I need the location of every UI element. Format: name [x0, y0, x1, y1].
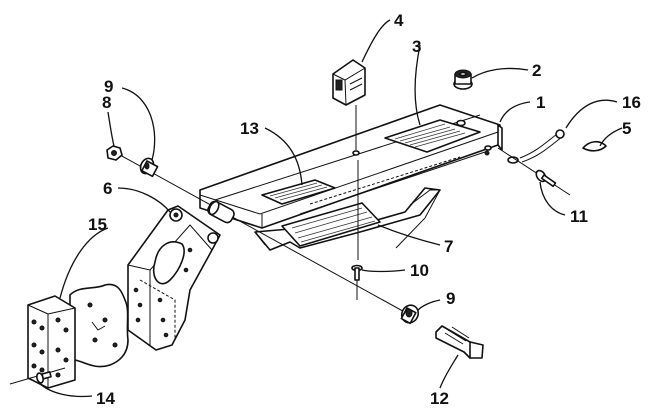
bracket-6 [127, 205, 221, 351]
nut-8 [106, 145, 123, 161]
pivot-tube [119, 154, 411, 316]
decal-13 [261, 179, 336, 205]
callout-12: 12 [430, 389, 449, 408]
callout-7: 7 [444, 237, 453, 256]
callout-9-lower: 9 [446, 289, 455, 308]
grommet-2 [453, 69, 473, 90]
gasket [69, 283, 129, 368]
bushing-9-lower [400, 304, 420, 325]
callout-2: 2 [532, 61, 541, 80]
rivet-14 [9, 367, 66, 385]
decal-3 [384, 119, 481, 153]
callout-1: 1 [536, 93, 545, 112]
decal-lower [281, 202, 381, 247]
bolt-12 [435, 325, 484, 359]
tag-4 [332, 59, 366, 150]
callout-labels: 1 2 3 4 5 6 7 8 9 9 10 11 12 13 14 15 16 [88, 11, 641, 408]
cable-16 [507, 129, 565, 164]
callout-15: 15 [88, 215, 107, 234]
callout-3: 3 [412, 37, 421, 56]
callout-10: 10 [410, 261, 429, 280]
bushing-9-upper [139, 157, 159, 178]
callout-8: 8 [102, 93, 111, 112]
callout-14: 14 [96, 389, 115, 408]
callout-5: 5 [622, 119, 631, 138]
callout-16: 16 [622, 93, 641, 112]
callout-6: 6 [103, 179, 112, 198]
screw-11 [497, 147, 571, 196]
leader-lines [37, 19, 623, 398]
callout-9-upper: 9 [104, 77, 113, 96]
rivet-10 [351, 160, 363, 300]
backing-plate-15 [27, 295, 76, 389]
clip-5 [582, 140, 607, 152]
callout-4: 4 [394, 11, 404, 30]
callout-13: 13 [240, 119, 259, 138]
callout-11: 11 [570, 207, 588, 226]
